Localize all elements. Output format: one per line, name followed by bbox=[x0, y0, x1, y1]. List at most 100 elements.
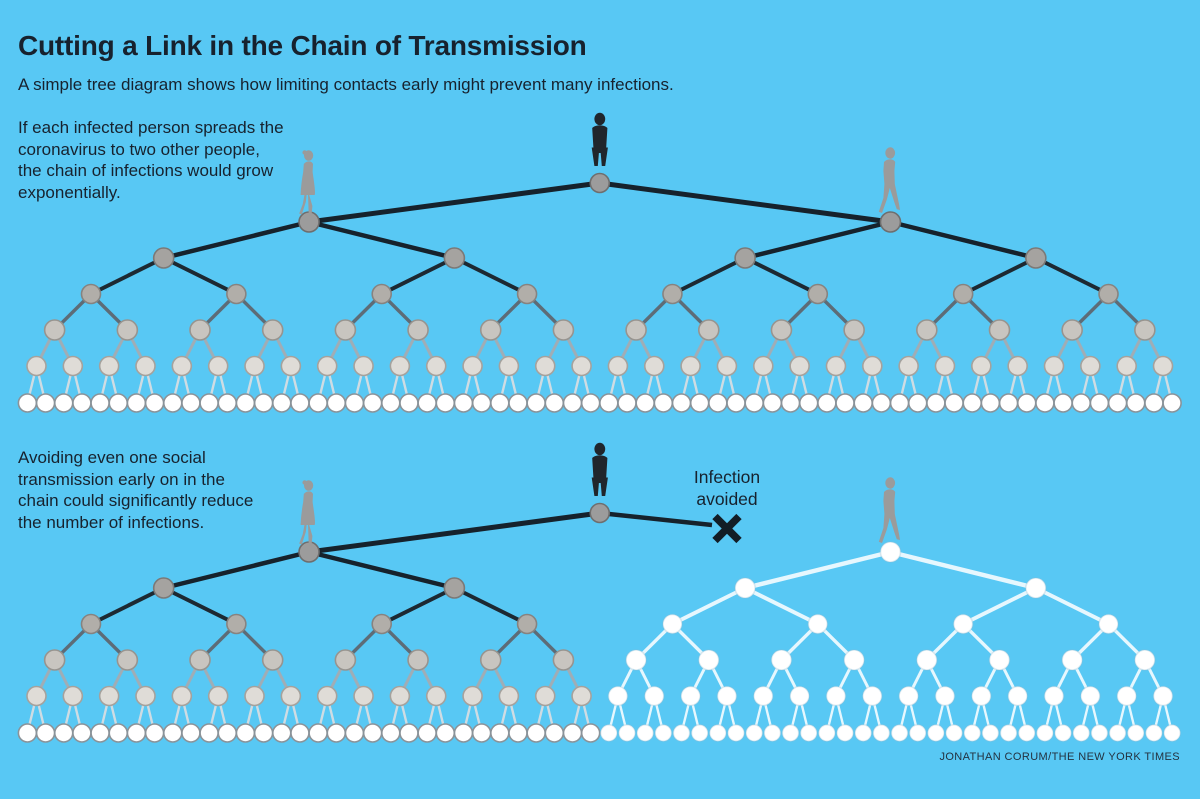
tree-node bbox=[962, 393, 983, 413]
tree-edge bbox=[90, 586, 165, 626]
tree-node bbox=[490, 393, 510, 413]
tree-node bbox=[181, 723, 201, 743]
tree-node bbox=[261, 319, 284, 341]
tree-edge bbox=[453, 586, 528, 626]
tree-node bbox=[526, 393, 546, 413]
tree-node bbox=[244, 685, 265, 707]
tree-node bbox=[90, 723, 110, 743]
tree-node bbox=[1152, 355, 1174, 377]
tree-node bbox=[952, 283, 974, 305]
tree-node bbox=[697, 319, 720, 341]
tree-edge bbox=[163, 549, 310, 591]
tree-edge bbox=[962, 256, 1037, 296]
tree-node bbox=[872, 723, 891, 742]
tree-node bbox=[1126, 723, 1145, 742]
tree-node bbox=[43, 319, 66, 341]
tree-node bbox=[854, 723, 873, 742]
tree-node bbox=[271, 723, 292, 743]
tree-edge bbox=[889, 549, 1037, 591]
tree-node bbox=[308, 393, 328, 413]
tree-node bbox=[80, 613, 102, 635]
tree-node bbox=[35, 393, 56, 413]
tree-node bbox=[544, 393, 565, 413]
tree-node bbox=[371, 613, 393, 635]
tree-node bbox=[916, 649, 938, 671]
tree-edge bbox=[308, 510, 601, 555]
tree-node bbox=[654, 723, 673, 742]
tree-node bbox=[672, 723, 691, 742]
tree-node bbox=[226, 283, 247, 305]
tree-node bbox=[1144, 393, 1164, 413]
tree-node bbox=[162, 393, 183, 413]
tree-node bbox=[353, 355, 374, 377]
tree-node bbox=[344, 723, 365, 743]
tree-node bbox=[1125, 393, 1146, 413]
tree-node bbox=[898, 685, 919, 707]
tree-node bbox=[534, 685, 556, 707]
tree-node bbox=[1144, 723, 1163, 742]
tree-node bbox=[716, 685, 738, 707]
tree-node bbox=[952, 613, 974, 635]
tree-node bbox=[589, 502, 611, 524]
tree-node bbox=[90, 393, 110, 413]
tree-node bbox=[207, 685, 229, 707]
tree-node bbox=[998, 393, 1019, 413]
tree-node bbox=[789, 685, 810, 707]
tree-node bbox=[280, 685, 302, 707]
tree-edge bbox=[1034, 256, 1110, 296]
tree-node bbox=[435, 723, 456, 743]
tree-node bbox=[108, 393, 129, 413]
tree-node bbox=[152, 247, 175, 269]
tree-node bbox=[617, 393, 637, 413]
tree-node bbox=[871, 393, 892, 413]
tree-node bbox=[625, 319, 647, 341]
tree-node bbox=[498, 355, 520, 377]
tree-node bbox=[43, 649, 66, 671]
tree-node bbox=[562, 393, 583, 413]
tree-node bbox=[399, 393, 419, 413]
tree-node bbox=[443, 577, 466, 599]
subtitle: A simple tree diagram shows how limiting… bbox=[18, 75, 674, 94]
tree-node bbox=[417, 723, 437, 743]
tree-node bbox=[1017, 723, 1036, 742]
tree-node bbox=[1089, 393, 1110, 413]
tree-node bbox=[362, 723, 383, 743]
tree-node bbox=[261, 649, 284, 671]
tree-node bbox=[879, 541, 902, 563]
severed-link-line bbox=[599, 510, 713, 528]
tree-node bbox=[1134, 649, 1156, 671]
tree-node bbox=[825, 685, 847, 707]
tree-node bbox=[836, 723, 855, 742]
tree-node bbox=[1071, 393, 1092, 413]
tree-node bbox=[944, 393, 964, 413]
tree-node bbox=[534, 355, 556, 377]
tree-node bbox=[662, 613, 683, 635]
tree-node bbox=[817, 723, 836, 742]
tree-node bbox=[471, 723, 492, 743]
tree-node bbox=[971, 685, 992, 707]
tree-node bbox=[189, 649, 211, 671]
tree-node bbox=[889, 393, 910, 413]
tree-node bbox=[980, 393, 1001, 413]
tree-node bbox=[462, 685, 483, 707]
tree-node bbox=[862, 685, 883, 707]
tree-node bbox=[1061, 319, 1083, 341]
tree-node bbox=[199, 723, 219, 743]
tree-node bbox=[1016, 393, 1037, 413]
standing-infected-person-icon-bottom bbox=[591, 442, 608, 496]
tree-node bbox=[508, 393, 528, 413]
tree-node bbox=[17, 723, 38, 743]
tree-edge bbox=[744, 549, 892, 591]
tree-node bbox=[417, 393, 437, 413]
tree-node bbox=[963, 723, 982, 742]
standing-infected-person-icon-top bbox=[591, 112, 608, 166]
tree-node bbox=[580, 393, 601, 413]
tree-edge bbox=[889, 219, 1037, 261]
tree-node bbox=[999, 723, 1018, 742]
tree-node bbox=[580, 723, 601, 743]
tree-node bbox=[653, 393, 674, 413]
tree-node bbox=[62, 355, 84, 377]
tree-node bbox=[526, 723, 546, 743]
tree-node bbox=[334, 319, 357, 341]
walking-woman-icon-bottom bbox=[299, 480, 315, 547]
